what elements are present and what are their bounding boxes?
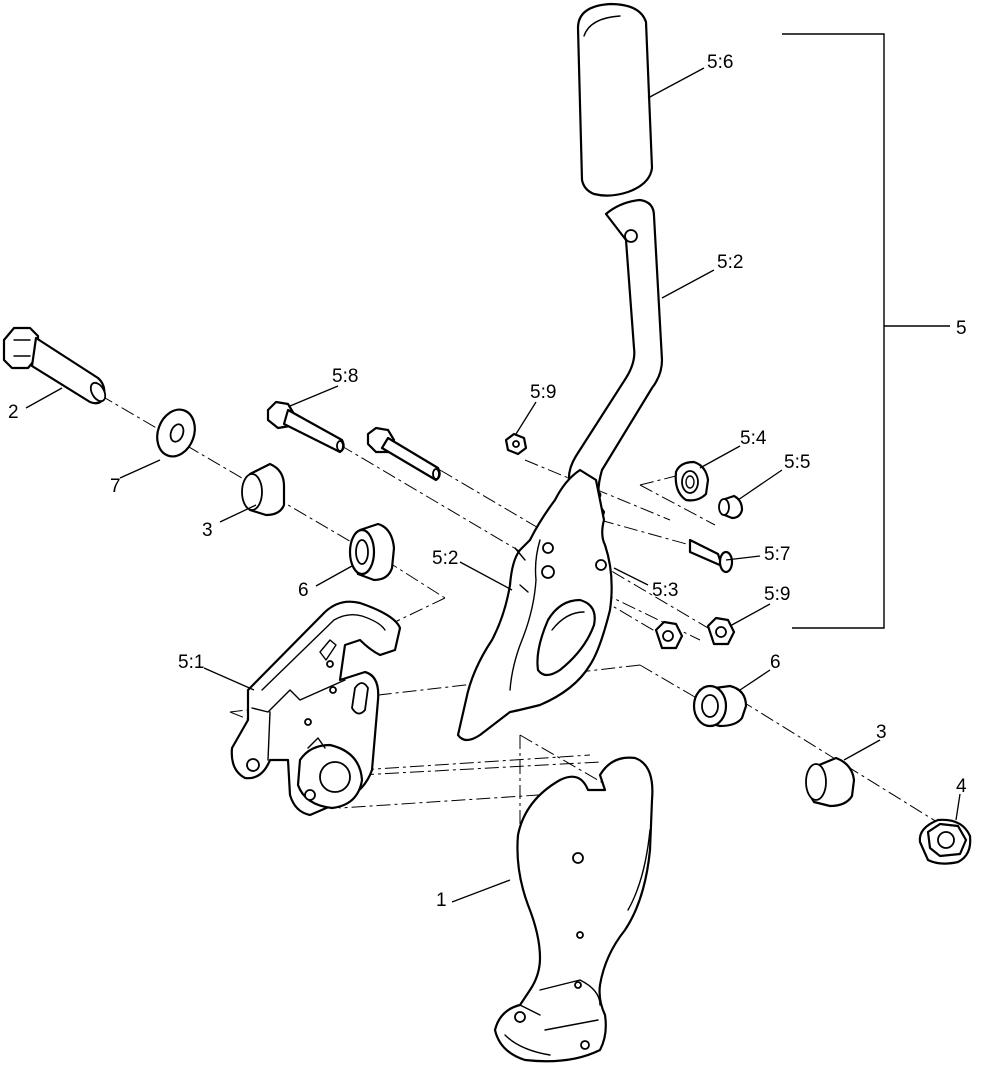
nut-5-9-low-b — [706, 616, 736, 646]
callout-3-right: 3 — [876, 722, 887, 743]
nut-5-9-low-a — [654, 620, 684, 650]
flange-nut-4 — [918, 818, 972, 865]
callout-5-8: 5:8 — [332, 366, 358, 387]
callout-5: 5 — [956, 318, 967, 339]
bushing-5-4 — [674, 460, 710, 502]
callout-2: 2 — [8, 402, 19, 423]
callout-5-9-low: 5:9 — [764, 584, 790, 605]
shoulder-bolt-5-8-a — [266, 400, 345, 454]
callout-5-2-mid: 5:2 — [432, 548, 458, 569]
callout-5-2-top: 5:2 — [717, 252, 743, 273]
callout-1: 1 — [436, 890, 447, 911]
callout-3-left: 3 — [202, 520, 213, 541]
callout-5-5: 5:5 — [784, 452, 810, 473]
callout-7: 7 — [110, 476, 121, 497]
bushing-6-left — [348, 522, 396, 582]
callout-6-right: 6 — [770, 652, 781, 673]
callout-5-4: 5:4 — [740, 428, 767, 449]
leader-lines — [25, 67, 961, 903]
base-plate-1 — [493, 756, 654, 1063]
assembly-bracket — [782, 33, 950, 629]
callout-5-1: 5:1 — [178, 652, 204, 673]
handle-grip-5-6 — [576, 2, 654, 197]
callout-labels: 5:6 5:2 5 2 5:8 5:9 5:4 5:5 7 3 5:2 5:7 … — [8, 52, 967, 911]
bushing-6-right — [692, 684, 748, 728]
callout-5-6: 5:6 — [707, 52, 733, 73]
lever-plate-5-2 — [456, 468, 613, 742]
latch-bracket-5-1 — [230, 600, 402, 817]
callout-5-3: 5:3 — [652, 580, 678, 601]
callout-5-9-top: 5:9 — [530, 382, 556, 403]
shoulder-bolt-5-8-b — [366, 426, 441, 482]
pin-5-7 — [688, 538, 734, 574]
spacer-3-left — [241, 462, 286, 517]
callout-5-7: 5:7 — [764, 544, 790, 565]
bolt-2 — [2, 326, 107, 405]
callout-4: 4 — [956, 776, 967, 797]
washer-7 — [156, 408, 196, 458]
callout-6-left: 6 — [298, 580, 309, 601]
nut-5-9-top — [504, 432, 528, 456]
sleeve-5-5 — [718, 494, 744, 520]
spacer-3-right — [805, 756, 856, 808]
